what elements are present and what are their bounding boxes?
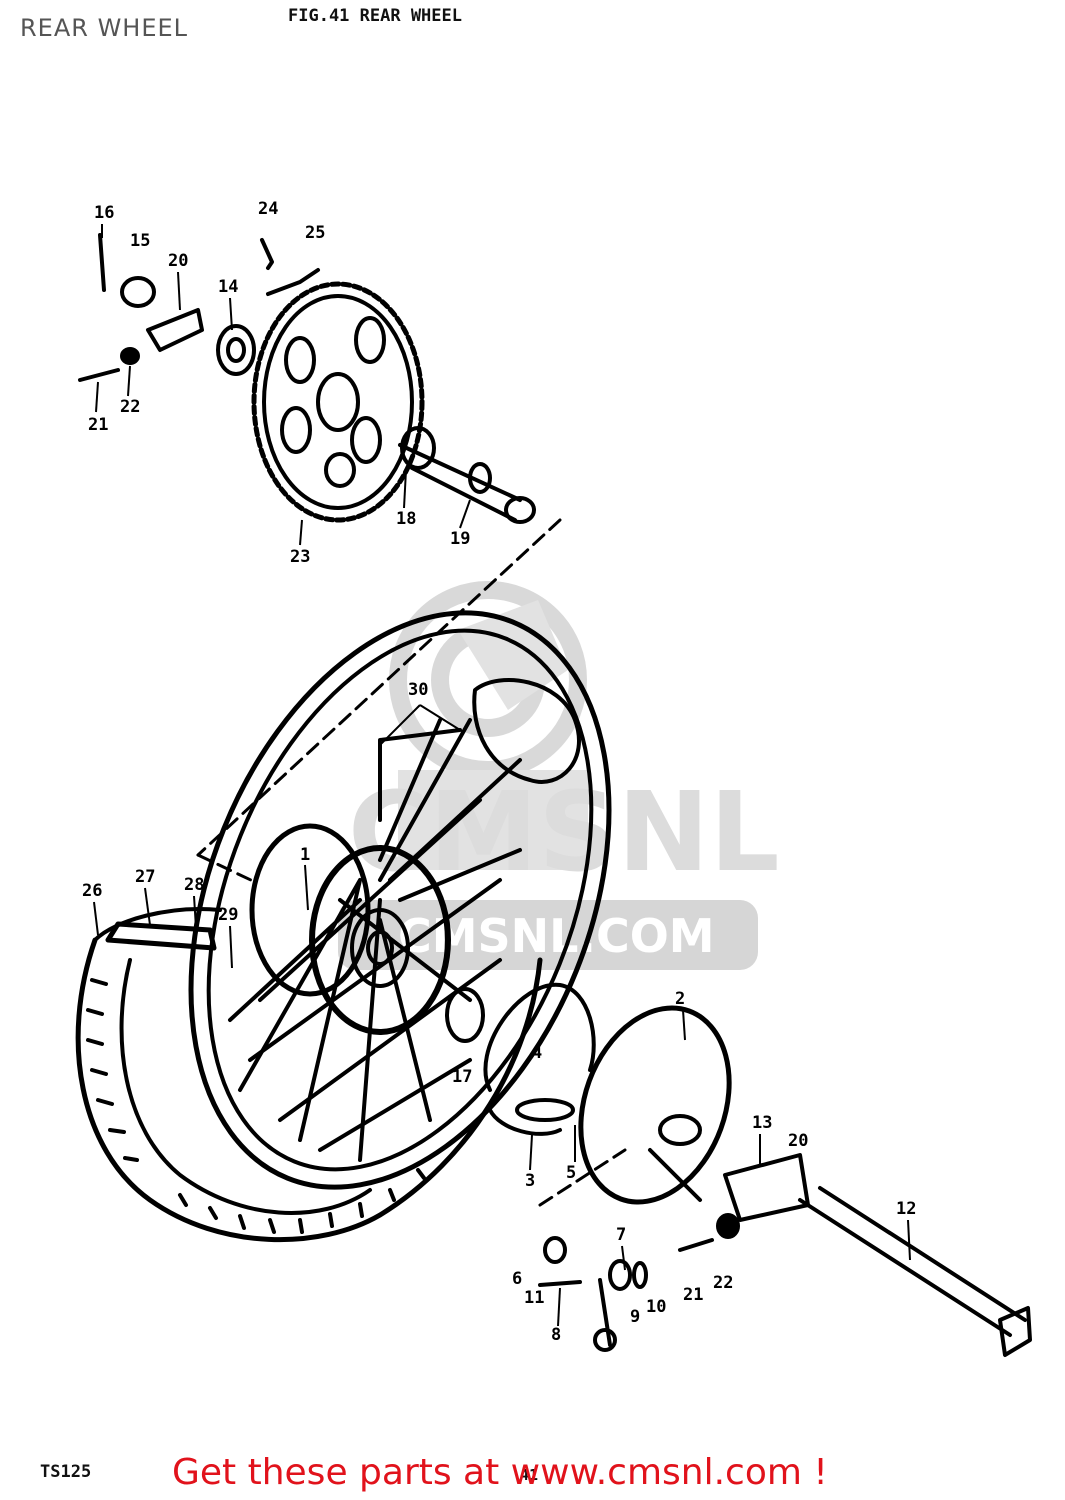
callout-10: 10: [646, 1297, 666, 1317]
rear-wheel-rim-part: [188, 610, 612, 1190]
rear-tire-part: [75, 907, 543, 1243]
callout-27: 27: [135, 867, 155, 887]
callout-22-top: 22: [120, 397, 140, 417]
callout-29: 29: [218, 905, 238, 925]
rear-sprocket-part: [251, 281, 425, 523]
callout-9: 9: [630, 1307, 640, 1327]
chain-adjuster-parts-left: [78, 233, 320, 382]
callout-3: 3: [525, 1171, 535, 1191]
callout-19: 19: [450, 529, 470, 549]
rear-axle-part: [678, 1153, 1032, 1357]
callout-20-bottom: 20: [788, 1131, 808, 1151]
callout-2: 2: [675, 989, 685, 1009]
callout-23: 23: [290, 547, 310, 567]
callout-11: 11: [524, 1288, 544, 1308]
rear-wheel-hub-part: [249, 823, 451, 1035]
callout-24: 24: [258, 199, 278, 219]
callout-6: 6: [512, 1269, 522, 1289]
callout-20-top: 20: [168, 251, 188, 271]
sprocket-axle-sleeve: [398, 426, 536, 524]
watermark-text: CMSNL.COM: [348, 768, 778, 896]
callout-21-top: 21: [88, 415, 108, 435]
callout-22-bottom: 22: [713, 1273, 733, 1293]
callout-18: 18: [396, 509, 416, 529]
callout-26: 26: [82, 881, 102, 901]
callout-7: 7: [616, 1225, 626, 1245]
callout-15: 15: [130, 231, 150, 251]
callout-30: 30: [408, 680, 428, 700]
callout-4: 4: [532, 1043, 542, 1063]
callout-13: 13: [752, 1113, 772, 1133]
callout-17: 17: [452, 1067, 472, 1087]
callout-8: 8: [551, 1325, 561, 1345]
model-code: TS125: [40, 1462, 92, 1482]
page-title: REAR WHEEL: [20, 14, 189, 42]
callout-1: 1: [300, 845, 310, 865]
get-parts-link[interactable]: Get these parts at www.cmsnl.com !: [172, 1452, 828, 1493]
callout-21-bottom: 21: [683, 1285, 703, 1305]
brake-lever-linkage-parts: [538, 1236, 648, 1352]
callout-leader-lines: [93, 224, 911, 1327]
figure-title: FIG.41 REAR WHEEL: [288, 6, 462, 26]
page-number: 41: [520, 1466, 539, 1484]
callout-16: 16: [94, 203, 114, 223]
brake-panel-part: [578, 1005, 732, 1205]
callout-25: 25: [305, 223, 325, 243]
callout-14: 14: [218, 277, 238, 297]
brake-drum-cover-part: [378, 678, 581, 822]
brake-shoes-part: [445, 982, 596, 1136]
callout-5: 5: [566, 1163, 576, 1183]
callout-12: 12: [896, 1199, 916, 1219]
callout-28: 28: [184, 875, 204, 895]
callout-labels: 1 2 3 4 5 6 7 8 9 10 11 12 13 14 15 16 1…: [82, 199, 916, 1345]
